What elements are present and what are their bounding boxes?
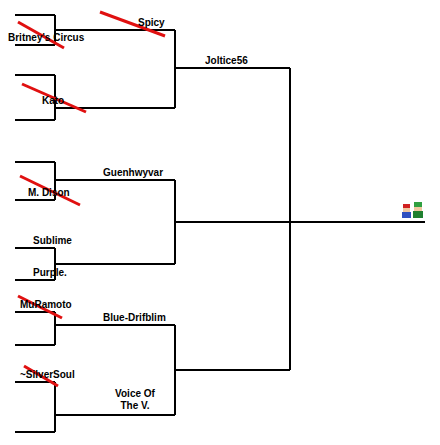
competitor-name: Britney's Circus [8, 32, 84, 44]
elimination-marks [18, 12, 165, 386]
strike-line [100, 12, 165, 36]
competitor-name: Guenhwyvar [103, 167, 163, 179]
competitor-name: Spicy [138, 17, 165, 29]
competitor-name: Purple. [33, 267, 67, 279]
competitor-name: MuRamoto [20, 299, 72, 311]
competitor-name: Voice Of The V. [110, 388, 160, 412]
bracket-lines [15, 15, 425, 432]
bracket-line [15, 162, 175, 200]
competitor-name: Joltice56 [205, 55, 248, 67]
competitor-name: Kato [42, 95, 64, 107]
bracket-line [175, 30, 290, 108]
sprite-hair [414, 202, 422, 207]
sprite-body [413, 211, 423, 218]
sprite-body [402, 212, 411, 218]
bracket-line [15, 75, 175, 120]
sprite-face [403, 208, 410, 212]
competitor-name: ~SilverSoul [20, 369, 75, 381]
competitor-name: Blue-Drifblim [103, 312, 166, 324]
competitor-name: M. Dison [28, 187, 70, 199]
bracket-line [15, 248, 175, 280]
bracket-line [175, 325, 290, 415]
competitor-name: Sublime [33, 235, 72, 247]
strike-line [20, 176, 80, 205]
bracket-line [289, 68, 291, 370]
sprite-face [414, 207, 422, 211]
strike-line [22, 84, 86, 112]
bracket-line [15, 382, 175, 432]
bracket-line [175, 180, 425, 264]
winner-sprites [402, 202, 423, 218]
bracket-line [15, 312, 175, 345]
sprite-cap [403, 204, 410, 208]
